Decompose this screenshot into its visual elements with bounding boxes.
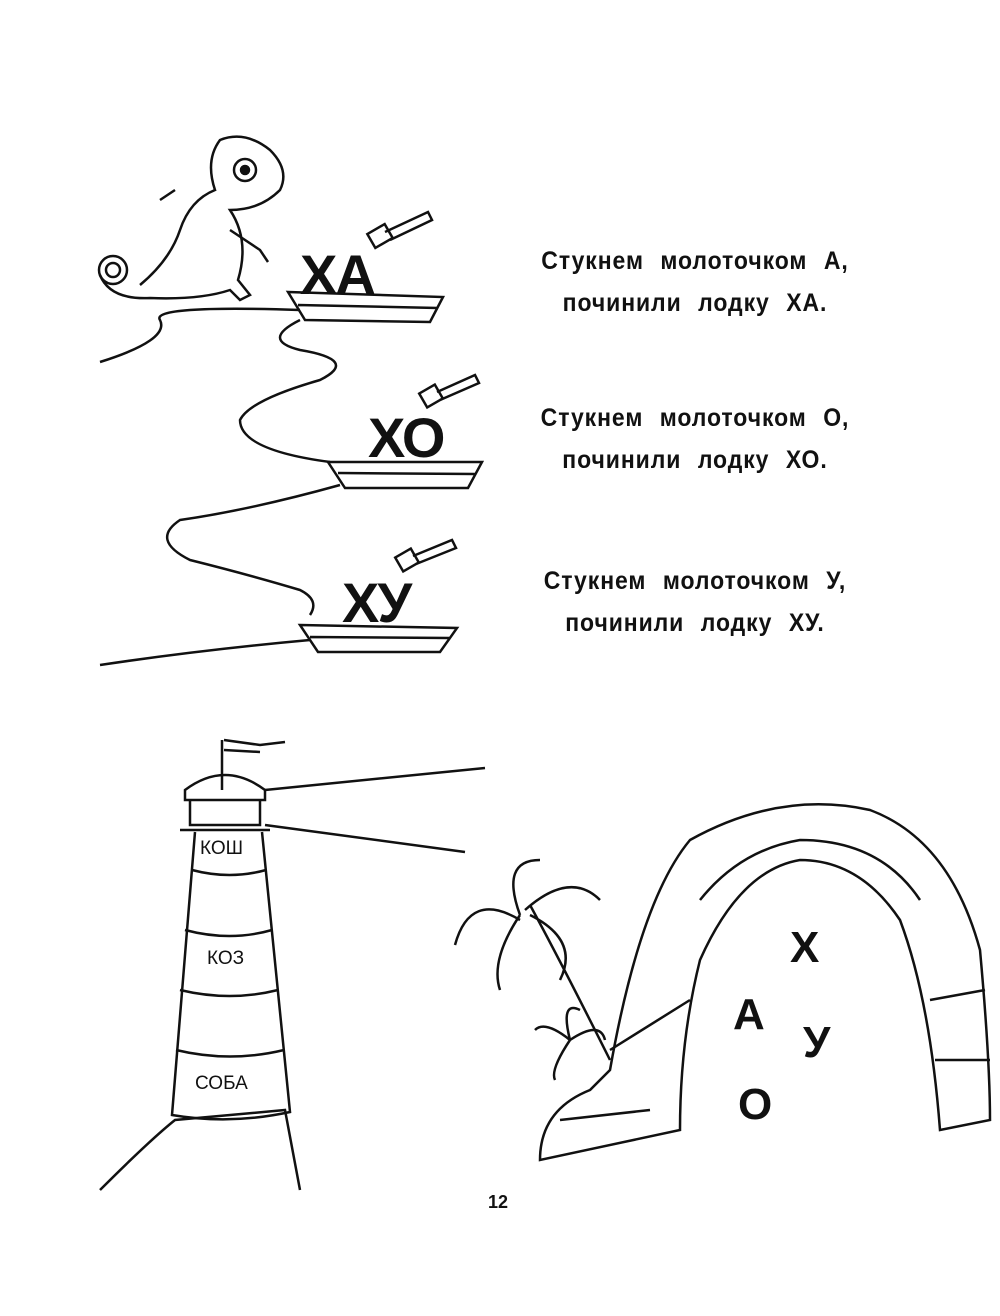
lighthouse-word: СОБА: [195, 1073, 248, 1094]
palm-illustration: [453, 858, 612, 1081]
stone-arch-illustration: [538, 803, 992, 1162]
boat-label: ХО: [368, 406, 445, 469]
verse-line: починили лодку ХА.: [562, 289, 828, 317]
verse-line: починили лодку ХУ.: [565, 609, 825, 637]
lighthouse-word: КОЗ: [207, 948, 245, 969]
page-number: 12: [488, 1192, 509, 1212]
boat-2: [325, 460, 485, 490]
arch-letter: У: [803, 1018, 831, 1067]
verse-line: Стукнем молоточком У,: [543, 567, 847, 595]
verse-line: починили лодку ХО.: [562, 446, 828, 474]
boat-label: ХУ: [342, 571, 412, 634]
verse-3: Стукнем молоточком У, починили лодку ХУ.: [516, 560, 875, 644]
verse-1: Стукнем молоточком А, починили лодку ХА.: [516, 240, 875, 324]
verse-2: Стукнем молоточком О, починили лодку ХО.: [516, 397, 875, 481]
hammer-icon-1: [365, 210, 434, 250]
boat-3: [297, 623, 460, 654]
hammer-icon-2: [417, 373, 481, 410]
boat-label: ХА: [300, 243, 376, 306]
chameleon-illustration: [97, 135, 285, 302]
verse-line: Стукнем молоточком А,: [541, 247, 849, 275]
arch-letter: О: [738, 1080, 773, 1129]
arch-letter: Х: [790, 923, 820, 972]
hammer-icon-3: [393, 538, 458, 574]
lighthouse-illustration: [99, 738, 486, 1191]
boat-1: [285, 290, 446, 324]
lighthouse-word: КОШ: [200, 838, 244, 859]
arch-letter: А: [733, 990, 765, 1039]
verse-line: Стукнем молоточком О,: [540, 404, 850, 432]
